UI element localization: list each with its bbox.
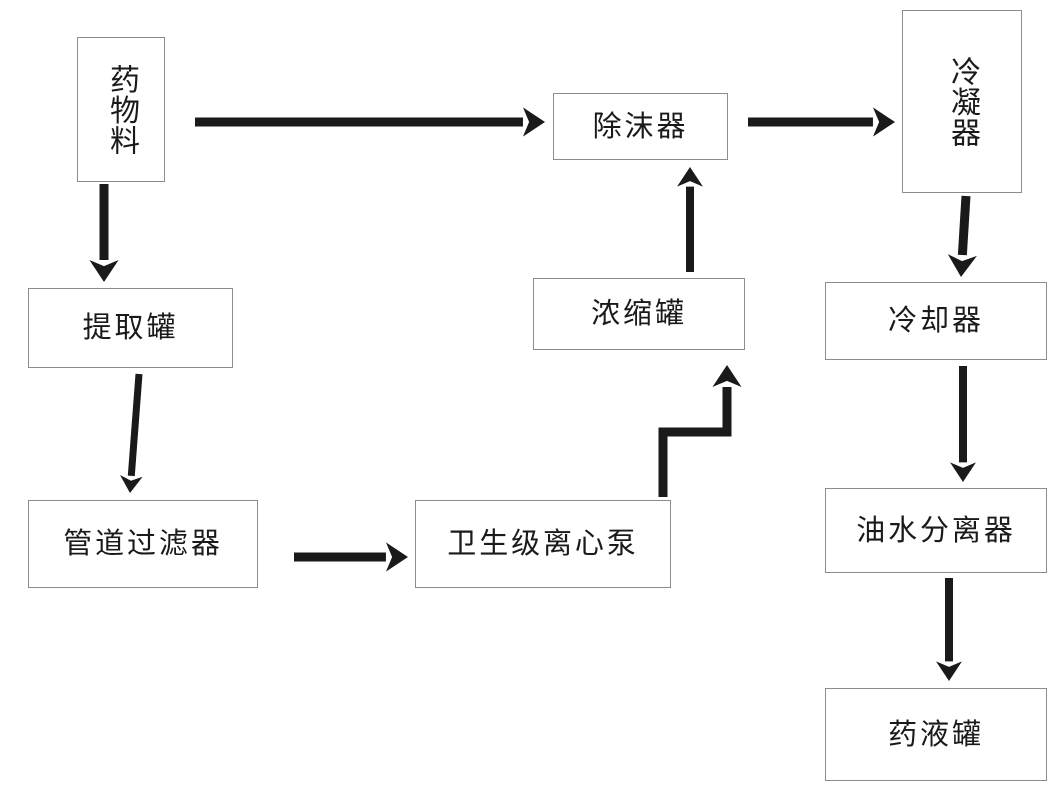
node-label-cooler: 冷却器: [888, 303, 984, 338]
connector-extraction-to-filter: [119, 373, 143, 493]
node-label-concentration-tank: 浓缩罐: [591, 296, 687, 331]
connector-separator-to-liquid-tank: [936, 578, 962, 681]
node-pipeline-filter[interactable]: 管道过滤器: [28, 500, 258, 588]
node-concentration-tank[interactable]: 浓缩罐: [533, 278, 745, 350]
node-sanitary-centrifugal-pump[interactable]: 卫生级离心泵: [415, 500, 671, 588]
connector-filter-to-pump: [294, 542, 408, 572]
node-extraction-tank[interactable]: 提取罐: [28, 288, 233, 368]
connector-shaft: [957, 195, 971, 256]
arrowhead: [950, 462, 976, 482]
node-label-condenser: 冷凝器: [945, 55, 980, 148]
arrowhead: [385, 542, 408, 572]
connector-drug-material-to-extraction: [89, 184, 119, 282]
node-label-oil-water-separator: 油水分离器: [856, 512, 1016, 547]
connector-demister-to-condenser: [748, 107, 895, 137]
node-label-pipeline-filter: 管道过滤器: [63, 526, 223, 561]
node-cooler[interactable]: 冷却器: [825, 282, 1047, 360]
connector-cooler-to-separator: [950, 366, 976, 482]
arrowhead: [677, 167, 703, 187]
node-condenser[interactable]: 冷凝器: [902, 10, 1022, 193]
connector-drug-material-to-demister: [195, 107, 545, 137]
node-label-demister: 除沫器: [592, 108, 689, 143]
connector-shaft: [658, 387, 732, 497]
node-label-drug-material: 药物料: [104, 63, 139, 156]
arrowhead: [522, 107, 545, 137]
connector-concentration-to-demister: [677, 167, 703, 272]
arrowhead: [872, 107, 895, 137]
arrowhead: [89, 259, 119, 282]
connector-pump-to-concentration: [658, 365, 742, 497]
node-demister[interactable]: 除沫器: [553, 93, 728, 160]
node-liquid-medicine-tank[interactable]: 药液罐: [825, 688, 1047, 781]
node-label-sanitary-centrifugal-pump: 卫生级离心泵: [447, 526, 639, 561]
connector-shaft: [127, 373, 143, 477]
arrowhead: [712, 365, 742, 388]
arrowhead: [119, 475, 143, 493]
arrowhead: [936, 661, 962, 681]
node-label-extraction-tank: 提取罐: [82, 310, 179, 345]
arrowhead: [947, 254, 977, 277]
node-drug-material[interactable]: 药物料: [77, 37, 165, 182]
connector-condenser-to-cooler: [947, 195, 977, 277]
node-label-liquid-medicine-tank: 药液罐: [888, 716, 984, 751]
node-oil-water-separator[interactable]: 油水分离器: [825, 488, 1047, 573]
